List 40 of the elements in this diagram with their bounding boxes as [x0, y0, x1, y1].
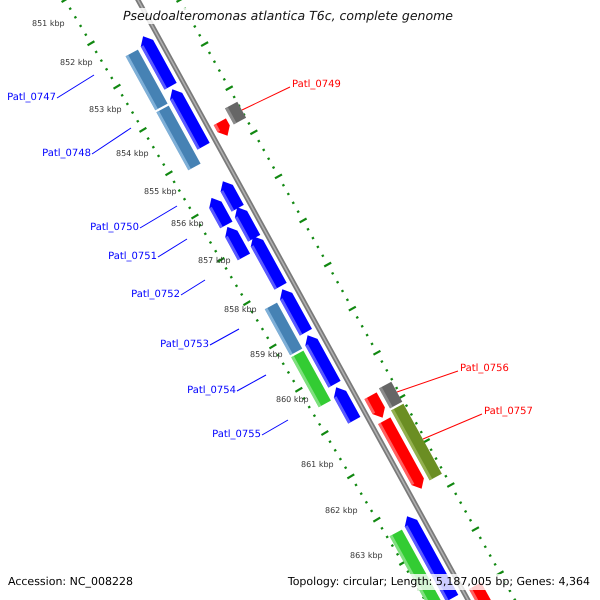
leader-line [92, 128, 132, 154]
tick-label: 860 kbp [276, 395, 309, 405]
gene-label: Patl_0755 [212, 429, 261, 441]
tick-label: 858 kbp [224, 305, 257, 315]
tick-label: 852 kbp [60, 58, 93, 68]
accession-text: Accession: NC_008228 [8, 574, 134, 590]
gene-label: Patl_0757 [484, 406, 533, 418]
leader-line [396, 370, 458, 392]
gene-label: Patl_0752 [131, 289, 180, 301]
gene-label: Patl_0754 [187, 385, 236, 397]
gene-bar [391, 404, 442, 480]
tick-label: 859 kbp [250, 350, 283, 360]
leader-line [236, 374, 266, 392]
tick-label: 861 kbp [301, 460, 334, 470]
gene-label: Patl_0751 [108, 251, 157, 263]
leader-line [158, 238, 188, 258]
tick-label: 863 kbp [350, 551, 383, 561]
tick-label: 853 kbp [89, 105, 122, 115]
gene-bar [379, 382, 402, 408]
gene-label: Patl_0748 [42, 148, 91, 160]
gene-label: Patl_0750 [90, 222, 139, 234]
tick-label: 855 kbp [144, 187, 177, 197]
leader-line [422, 414, 482, 440]
leader-line [140, 206, 178, 228]
tick-label: 854 kbp [116, 149, 149, 159]
gene-label: Patl_0749 [292, 79, 341, 91]
gene-bar [225, 102, 246, 124]
tick-label: 851 kbp [32, 19, 65, 29]
genome-info-text: Topology: circular; Length: 5,187,005 bp; Genes: 4,364 [288, 574, 590, 590]
leader-line [262, 420, 288, 436]
tick-label: 862 kbp [325, 506, 358, 516]
tick-label: 856 kbp [171, 219, 204, 229]
gene-label: Patl_0756 [460, 363, 509, 375]
leader-line [180, 280, 206, 296]
gene-label: Patl_0753 [160, 339, 209, 351]
gene-label: Patl_0747 [7, 92, 56, 104]
leader-line [242, 86, 290, 110]
leader-line [56, 74, 94, 98]
title: Pseudoalteromonas atlantica T6c, complete genome [121, 8, 455, 24]
leader-line [210, 328, 240, 346]
